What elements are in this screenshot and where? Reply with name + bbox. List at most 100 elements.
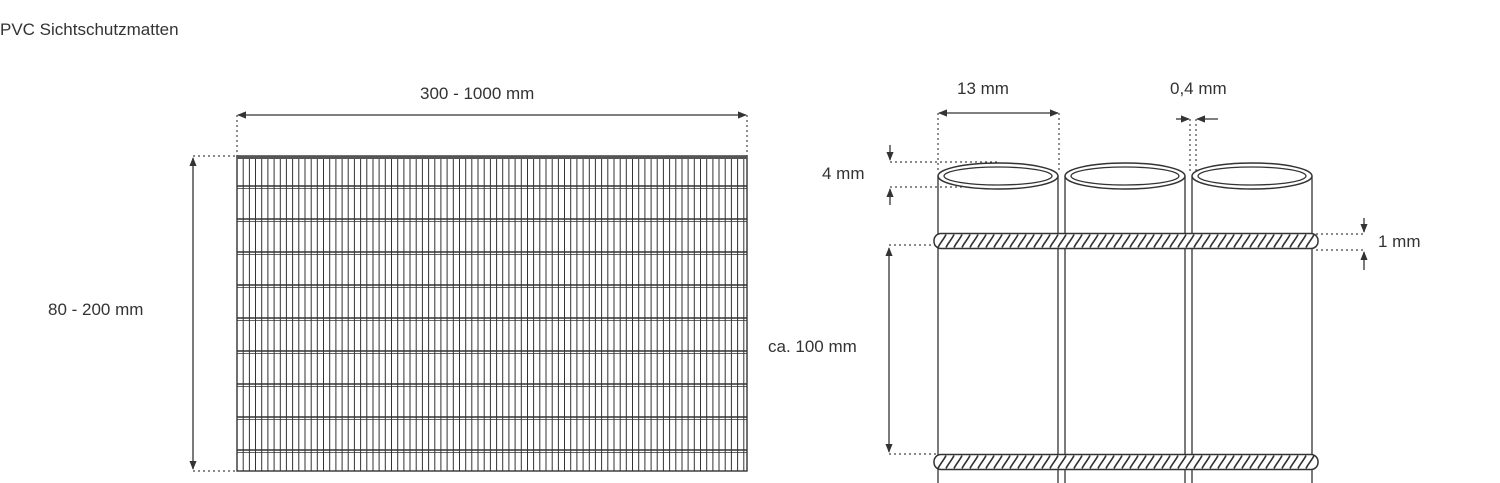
twisted-wire [933, 232, 1319, 250]
twisted-wire-strand [1185, 455, 1195, 469]
twisted-wire-strand [1241, 455, 1251, 469]
twisted-wire-strand [1081, 455, 1091, 469]
twisted-wire-strand [1025, 455, 1035, 469]
twisted-wire-strand [1089, 455, 1099, 469]
mat-top-band [237, 156, 747, 159]
twisted-wire-strand [1033, 234, 1043, 248]
wire-thickness-label: 1 mm [1378, 232, 1421, 251]
twisted-wire-strand [1065, 234, 1075, 248]
twisted-wire-strand [1097, 234, 1107, 248]
tubes [937, 162, 1313, 483]
twisted-wire-strand [1057, 455, 1067, 469]
twisted-wire-strand [1161, 455, 1171, 469]
wire-spacing-label: ca. 100 mm [768, 337, 857, 356]
twisted-wire-strand [1089, 234, 1099, 248]
twisted-wire-strand [1041, 234, 1051, 248]
twisted-wire-strand [1017, 234, 1027, 248]
twisted-wire-strand [1297, 234, 1307, 248]
twisted-wire-strand [1073, 455, 1083, 469]
twisted-wire-strand [1289, 234, 1299, 248]
twisted-wire-strand [1209, 455, 1219, 469]
twisted-wire-strand [937, 455, 947, 469]
twisted-wire-strand [1081, 234, 1091, 248]
twisted-wire-strand [953, 234, 963, 248]
twisted-wire-strand [1305, 455, 1315, 469]
twisted-wire-strand [1193, 234, 1203, 248]
twisted-wire-strand [1185, 234, 1195, 248]
twisted-wire-strand [1273, 455, 1283, 469]
twisted-wire [933, 453, 1319, 471]
twisted-wire-strand [1201, 455, 1211, 469]
twisted-wire-strand [1001, 234, 1011, 248]
twisted-wire-strand [1001, 455, 1011, 469]
twisted-wire-strand [1201, 234, 1211, 248]
tube-detail [885, 109, 1368, 483]
twisted-wire-strand [1105, 455, 1115, 469]
twisted-wire-strand [1153, 455, 1163, 469]
twisted-wire-strand [937, 234, 947, 248]
twisted-wire-strand [985, 234, 995, 248]
twisted-wire-strand [1177, 234, 1187, 248]
twisted-wire-strand [1257, 234, 1267, 248]
twisted-wire-strand [1097, 455, 1107, 469]
twisted-wire-strand [1169, 455, 1179, 469]
twisted-wire-strand [1169, 234, 1179, 248]
twisted-wire-strand [1161, 234, 1171, 248]
twisted-wire-strand [1233, 234, 1243, 248]
twisted-wire-strand [1065, 455, 1075, 469]
tube-wires [933, 232, 1319, 471]
twisted-wire-strand [1249, 234, 1259, 248]
twisted-wire-strand [1265, 234, 1275, 248]
tube [1191, 162, 1313, 483]
twisted-wire-strand [1241, 234, 1251, 248]
twisted-wire-strand [1145, 455, 1155, 469]
mat-width-label: 300 - 1000 mm [420, 84, 535, 103]
twisted-wire-strand [945, 455, 955, 469]
tube-wall-label: 4 mm [822, 164, 865, 183]
twisted-wire-strand [1073, 234, 1083, 248]
twisted-wire-strand [1153, 234, 1163, 248]
tube-gap-label: 0,4 mm [1170, 79, 1227, 98]
twisted-wire-strand [1257, 455, 1267, 469]
twisted-wire-strand [1225, 234, 1235, 248]
twisted-wire-strand [1105, 234, 1115, 248]
twisted-wire-strand [1249, 455, 1259, 469]
twisted-wire-strand [993, 234, 1003, 248]
twisted-wire-strand [961, 455, 971, 469]
twisted-wire-strand [969, 234, 979, 248]
twisted-wire-strand [1009, 234, 1019, 248]
twisted-wire-strand [961, 234, 971, 248]
twisted-wire-strand [1297, 455, 1307, 469]
twisted-wire-strand [1129, 234, 1139, 248]
twisted-wire-strand [1305, 234, 1315, 248]
twisted-wire-strand [969, 455, 979, 469]
twisted-wire-strand [1177, 455, 1187, 469]
twisted-wire-strand [1281, 234, 1291, 248]
twisted-wire-strand [1281, 455, 1291, 469]
twisted-wire-strand [1217, 234, 1227, 248]
twisted-wire-strand [1233, 455, 1243, 469]
twisted-wire-strand [1129, 455, 1139, 469]
twisted-wire-strand [1217, 455, 1227, 469]
twisted-wire-strand [1113, 455, 1123, 469]
mat-outline [236, 155, 748, 472]
twisted-wire-strand [1121, 234, 1131, 248]
twisted-wire-strand [1033, 455, 1043, 469]
twisted-wire-strand [1209, 234, 1219, 248]
tube-diameter-label: 13 mm [957, 79, 1009, 98]
twisted-wire-strand [993, 455, 1003, 469]
twisted-wire-strand [1137, 455, 1147, 469]
twisted-wire-strand [1289, 455, 1299, 469]
tube-inner-rim [1197, 166, 1307, 186]
mat-wires [237, 185, 747, 453]
twisted-wire-strand [1121, 455, 1131, 469]
page-title: PVC Sichtschutzmatten [0, 20, 179, 39]
twisted-wire-strand [1025, 234, 1035, 248]
twisted-wire-strand [1273, 234, 1283, 248]
twisted-wire-strand [1009, 455, 1019, 469]
twisted-wire-strand [945, 234, 955, 248]
tube-inner-rim [943, 166, 1053, 186]
twisted-wire-strand [1145, 234, 1155, 248]
twisted-wire-strand [1225, 455, 1235, 469]
mat-height-label: 80 - 200 mm [48, 300, 144, 319]
